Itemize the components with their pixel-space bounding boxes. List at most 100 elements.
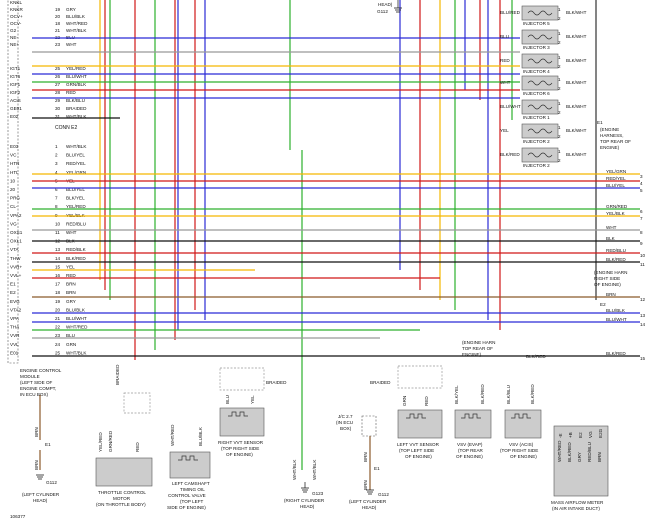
vsv-evap: BLK/YEL BLK/RED VSV (EVAP) (TOP REAR OF …	[454, 384, 492, 459]
ecm-wire-color: YEL/GRN	[66, 170, 86, 175]
svg-text:-E: -E	[558, 433, 563, 438]
ecm-wire-color: WHT/BLK	[66, 28, 87, 33]
ecm-pin-number: 16	[55, 273, 61, 278]
injector-wire-in: RED	[500, 58, 510, 63]
ecm-pin-label: OXS1	[10, 230, 23, 235]
ecm-pin-number: 25	[55, 350, 61, 355]
ecm-pin-number: 23	[55, 333, 61, 338]
ecm-wire-color: BLU	[66, 333, 75, 338]
svg-text:VSV (EVAP): VSV (EVAP)	[457, 442, 483, 447]
ecm-pin-label: THA	[10, 325, 20, 330]
right-wire-number: 9	[640, 241, 643, 246]
ecm-pin-label: HTL	[10, 170, 19, 175]
svg-text:TIMING OIL: TIMING OIL	[180, 487, 205, 492]
injector-coil-icon	[527, 80, 553, 86]
right-wire-label: RED/YEL	[606, 176, 626, 181]
ecm-pin-label: 10	[10, 178, 16, 183]
injector-name: INJECTOR 6	[523, 91, 550, 96]
right-wire-label: BLK	[606, 236, 616, 241]
ecm-pin-number: 4	[55, 170, 58, 175]
ecm-wire-color: BLU/WHT	[66, 74, 87, 79]
injector-wire-in: BLK/RED	[500, 152, 520, 157]
svg-text:BLK/RED: BLK/RED	[567, 442, 572, 462]
svg-text:OF ENGINE): OF ENGINE)	[405, 454, 432, 459]
ecm-pin-label: VC	[10, 153, 17, 158]
svg-text:ENGINE): ENGINE)	[600, 145, 620, 150]
injector-pin: 2	[558, 40, 561, 45]
ecm-pin-label: THW	[10, 256, 21, 261]
ecm-wire-color: BLU/YEL	[66, 153, 85, 158]
ecm-pin-label: VVR+	[10, 264, 22, 269]
svg-text:J/C 2.7: J/C 2.7	[338, 414, 353, 419]
injector-coil-icon	[527, 128, 553, 134]
ground-icon	[394, 0, 402, 13]
svg-text:BLK/BLU: BLK/BLU	[506, 385, 511, 404]
ecm-wire-color: BLK/BLU	[66, 98, 85, 103]
svg-text:OF ENGINE): OF ENGINE)	[226, 452, 253, 457]
right-wire-label: BLK/RED	[606, 351, 626, 356]
ecm-pin-label: VVR	[10, 333, 20, 338]
ecm-pin-number: 6	[55, 187, 58, 192]
ecm-wire-color: RED	[66, 273, 76, 278]
blk-red-bottom-label: BLK/RED	[526, 354, 546, 359]
ecm-pin-label: NE+	[10, 42, 19, 47]
right-wire-label: BRN	[606, 292, 616, 297]
injector-name: INJECTOR 4	[523, 69, 550, 74]
ecm-pin-number: 27	[55, 82, 61, 87]
right-wire-number: 5	[640, 188, 643, 193]
right-wire-number: 3	[640, 174, 643, 179]
braided-shield-2	[219, 367, 265, 391]
braided-shield-3	[397, 365, 443, 389]
svg-text:(ENGINE HARN: (ENGINE HARN	[594, 270, 627, 275]
ecm-pin-number: 10	[55, 221, 61, 226]
braided-label-3: BRAIDED	[370, 380, 391, 385]
ecm-pin-label: GE01	[10, 106, 22, 111]
svg-text:(ON THROTTLE BODY): (ON THROTTLE BODY)	[96, 502, 146, 507]
injector-wire-out: BLK/WHT	[566, 80, 587, 85]
right-wire-number: 7	[640, 216, 643, 221]
ecm-pin-label: G2	[10, 28, 17, 33]
svg-text:ENGINE CONTROL: ENGINE CONTROL	[20, 368, 62, 373]
ecm-box	[7, 0, 19, 364]
injector-pin: 2	[558, 86, 561, 91]
ecm-wire-color: WHT/BLK	[66, 144, 87, 149]
ecm-pin-number: 18	[55, 290, 61, 295]
svg-text:ENGINE COMPT,: ENGINE COMPT,	[20, 386, 56, 391]
ecm-pin-label: KNKL	[10, 0, 22, 5]
ecm-pin-label: EVG	[10, 299, 20, 304]
ecm-pin-label: E01	[10, 350, 19, 355]
ecm-pin-label: IGT6	[10, 74, 21, 79]
injector-coil-icon	[527, 34, 553, 40]
ecm-wire-color: WHT	[66, 230, 77, 235]
svg-text:BLU: BLU	[225, 395, 230, 404]
svg-text:(TOP RIGHT SIDE: (TOP RIGHT SIDE	[221, 446, 259, 451]
ground-icon	[36, 474, 44, 480]
ecm-pin-label: ACIS	[10, 98, 21, 103]
ecm-wire-color: YEL/BLK	[66, 213, 86, 218]
svg-text:BLU/BLK: BLU/BLK	[198, 426, 203, 446]
ecm-caption: ENGINE CONTROL MODULE (LEFT SIDE OF ENGI…	[20, 368, 62, 397]
ecm-pin-number: 17	[55, 282, 61, 287]
svg-text:BLK/RED: BLK/RED	[480, 384, 485, 404]
injector-pin: 1	[558, 55, 561, 60]
svg-text:(IN AIR INTAKE DUCT): (IN AIR INTAKE DUCT)	[552, 506, 600, 511]
svg-text:(ENGINE: (ENGINE	[600, 127, 619, 132]
svg-text:LEFT CAMSHAFT: LEFT CAMSHAFT	[172, 481, 210, 486]
ecm-wire-color: BLU/YEL	[66, 187, 85, 192]
right-wire-labels: YEL/GRN3RED/YEL4BLU/YEL5GRN/RED6YEL/BLK7…	[606, 169, 646, 361]
ecm-wire-color: BRN	[66, 290, 76, 295]
ground-icon	[366, 489, 374, 495]
ecm-pin-number: 8	[55, 204, 58, 209]
engine-harn-top2-caption: (ENGINE HARN TOP REAR OF ENGINE)	[462, 340, 495, 357]
svg-text:(IN ECU: (IN ECU	[336, 420, 353, 425]
ecm-wire-color: BLK/RED	[66, 256, 86, 261]
injector-wire-out: BLK/WHT	[566, 152, 587, 157]
ecm-pin-number: 18	[55, 21, 61, 26]
svg-text:(RIGHT CYLINDER: (RIGHT CYLINDER	[284, 498, 325, 503]
ecm-pin-label: E1	[10, 282, 16, 287]
ecm-wire-color: RED/BLU	[66, 221, 86, 226]
braided-shield-1	[123, 392, 151, 414]
ecm-wire-color: WHT/RED	[66, 21, 88, 26]
